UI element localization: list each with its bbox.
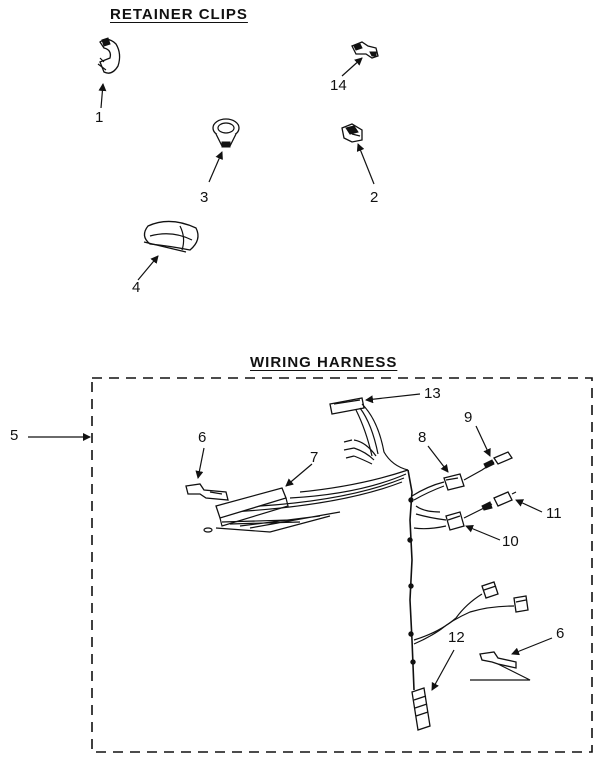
retainer-clips-heading: RETAINER CLIPS xyxy=(110,6,248,23)
connector-part-8 xyxy=(443,473,465,491)
plug-lower xyxy=(513,595,529,613)
leader-line-6-left xyxy=(195,447,205,479)
cover-part-4 xyxy=(143,220,199,253)
leader-line-12 xyxy=(431,649,455,691)
callout-5: 5 xyxy=(10,427,19,444)
callout-13: 13 xyxy=(424,385,441,402)
terminal-part-11 xyxy=(493,491,513,507)
terminal-part-9 xyxy=(493,451,513,465)
callout-14: 14 xyxy=(330,77,347,94)
callout-11: 11 xyxy=(546,505,562,522)
callout-6-right: 6 xyxy=(556,625,565,642)
connector-part-12 xyxy=(411,687,431,731)
callout-9: 9 xyxy=(464,409,473,426)
leader-line-3 xyxy=(208,151,223,183)
leader-line-10 xyxy=(465,524,501,541)
callout-8: 8 xyxy=(418,429,427,446)
callout-7: 7 xyxy=(310,449,319,466)
leader-line-6-right xyxy=(511,637,553,656)
plug-upper xyxy=(481,581,499,599)
leader-line-14 xyxy=(341,57,363,77)
connector-part-10 xyxy=(445,511,465,531)
callout-10: 10 xyxy=(502,533,519,550)
callout-3: 3 xyxy=(200,189,209,206)
terminal-part-6-right xyxy=(479,651,517,669)
leader-line-9 xyxy=(475,425,491,457)
callout-4: 4 xyxy=(132,279,141,296)
ring-clip-part-3 xyxy=(212,118,240,148)
leader-line-4 xyxy=(137,255,159,281)
leader-line-2 xyxy=(356,143,375,185)
clip-part-14 xyxy=(351,41,379,59)
wiring-harness-boundary xyxy=(91,377,593,753)
terminal-part-6-left xyxy=(185,483,229,501)
callout-6-left: 6 xyxy=(198,429,207,446)
callout-1: 1 xyxy=(95,109,104,126)
leader-line-7 xyxy=(285,463,313,487)
retainer-clip-part-1 xyxy=(97,37,121,74)
leader-line-11 xyxy=(515,499,543,513)
leader-line-13 xyxy=(365,393,421,404)
clip-part-2 xyxy=(341,123,363,143)
callout-12: 12 xyxy=(448,629,465,646)
leader-line-1 xyxy=(98,83,107,109)
leader-line-8 xyxy=(427,445,449,473)
wiring-harness-assembly xyxy=(185,397,531,731)
callout-2: 2 xyxy=(370,189,379,206)
connector-part-13 xyxy=(329,397,365,415)
wiring-harness-heading: WIRING HARNESS xyxy=(250,354,398,371)
